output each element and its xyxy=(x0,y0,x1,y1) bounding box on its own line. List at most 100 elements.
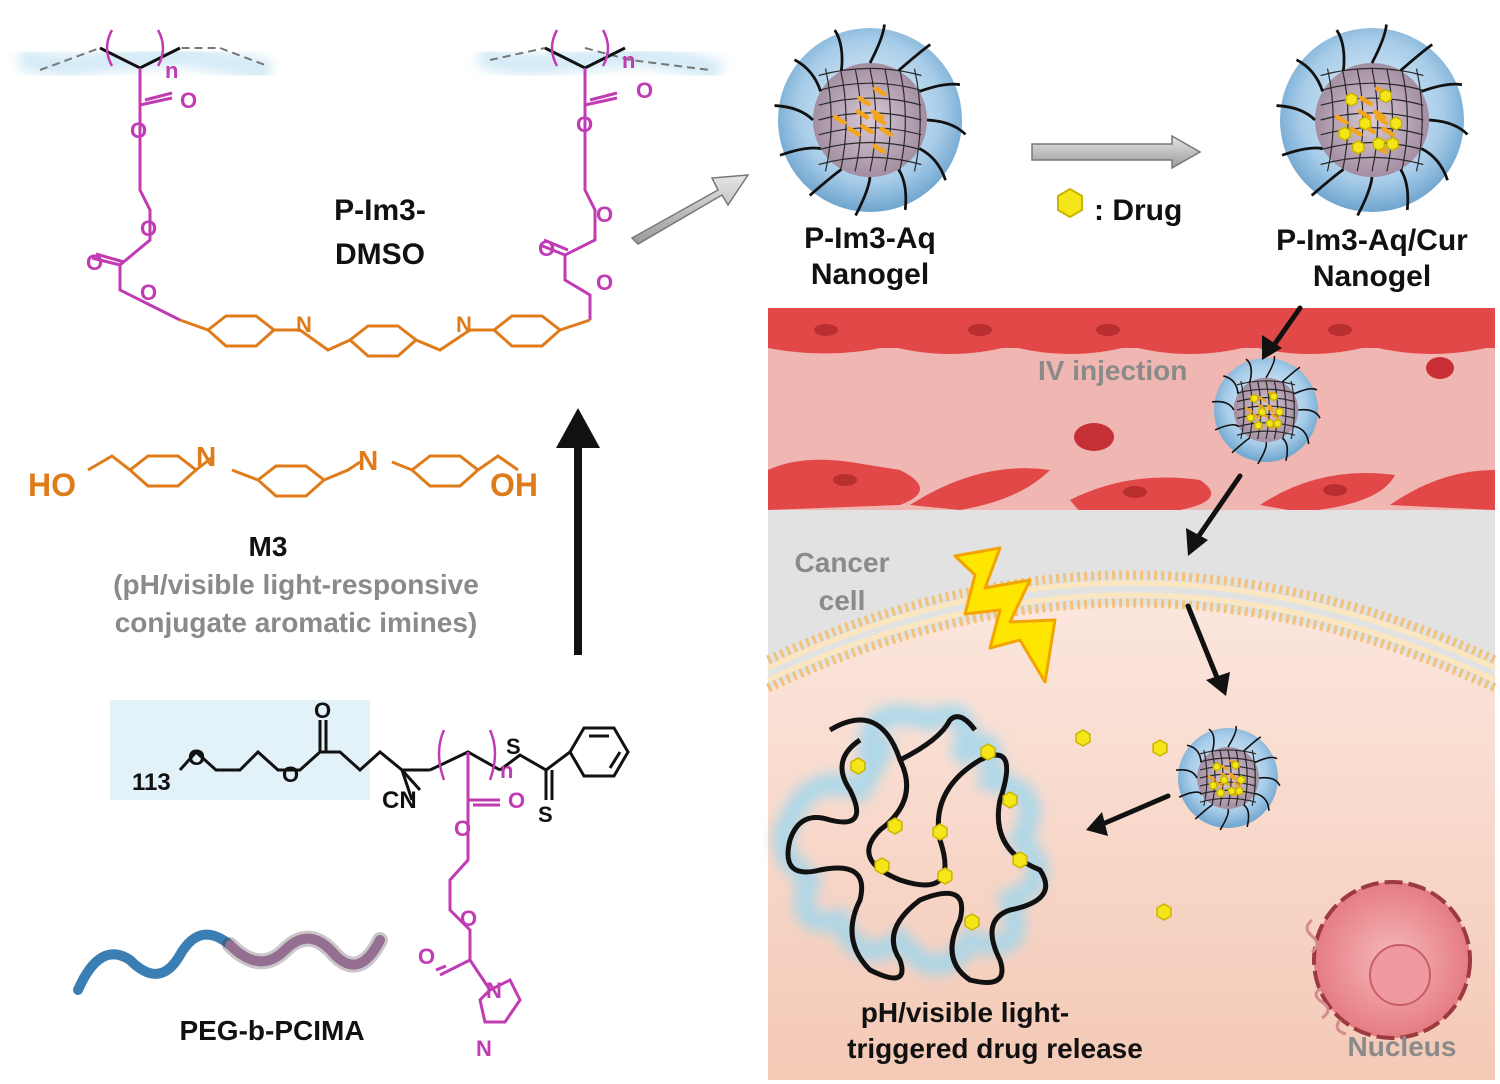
drug-particle-icon xyxy=(964,913,980,931)
drug-particle-icon xyxy=(1254,420,1263,431)
peg-oxygen-ester: O xyxy=(454,816,471,841)
drug-particle-icon xyxy=(874,857,890,875)
oxygen-left-carbonyl: O xyxy=(180,88,197,113)
released-polymer-coil xyxy=(772,704,1049,985)
oxygen-right-carbonate: O xyxy=(596,202,613,227)
drug-particle-icon xyxy=(1212,761,1222,772)
nitrogen-top-left: N xyxy=(296,312,312,337)
biology-panel xyxy=(766,308,1497,1080)
nucleus xyxy=(1305,880,1472,1040)
peg-sulfur-1: S xyxy=(506,734,521,759)
nanogel-loaded-line2: Nanogel xyxy=(1313,260,1431,293)
drug-particle-icon xyxy=(1257,407,1267,417)
repeat-n-right: n xyxy=(622,48,635,73)
peg-oxygen-1: O xyxy=(188,745,205,770)
cell-membrane xyxy=(766,570,1497,693)
m3-nitrogen-right: N xyxy=(358,445,378,476)
drug-particle-icon xyxy=(1275,407,1284,417)
oxygen-right-carbonyl: O xyxy=(636,78,653,103)
endothelium-bottom xyxy=(768,459,1495,512)
nanogel-loaded-line1: P-Im3-Aq/Cur xyxy=(1276,224,1468,257)
drug-particle-icon xyxy=(1246,412,1255,423)
nanogel-in-cell-icon xyxy=(1175,725,1281,831)
m3-nitrogen-left: N xyxy=(196,441,216,472)
nucleus-label: Nucleus xyxy=(1348,1031,1457,1062)
drug-particle-icon xyxy=(1345,92,1358,107)
light-bolt-icon xyxy=(953,546,1057,684)
monomer-name: M3 xyxy=(249,531,288,562)
drug-particle-icon xyxy=(1216,788,1225,798)
drug-particle-icon xyxy=(1012,851,1028,869)
release-line2: triggered drug release xyxy=(847,1033,1143,1064)
drug-particle-icon xyxy=(887,817,903,835)
peg-oxygen-carbonyl: O xyxy=(314,698,331,723)
gray-arrow-to-nanogel-icon xyxy=(630,174,750,245)
peg-oxygen-2: O xyxy=(282,762,299,787)
drug-particle-icon xyxy=(850,757,866,775)
drug-particle-icon xyxy=(1372,136,1386,152)
drug-particle-icon xyxy=(1250,393,1259,404)
peg-oxygen-dbl: O xyxy=(418,944,435,969)
oxygen-right-link: O xyxy=(596,270,613,295)
cancer-cell-line1: Cancer xyxy=(795,547,890,578)
nanogel-injected-icon xyxy=(1211,355,1321,465)
block-copolymer-chain-icon xyxy=(73,929,388,995)
peg-cyano: CN xyxy=(382,787,417,814)
peg-oxygen-pendant: O xyxy=(508,788,525,813)
drug-particle-icon xyxy=(1075,729,1091,747)
oxygen-left-link: O xyxy=(140,280,157,305)
m3-hydroxyl-left: HO xyxy=(28,467,76,503)
drug-particle-icon xyxy=(1231,760,1240,770)
drug-particle-icon xyxy=(1338,126,1351,141)
polymer-label-line2: DMSO xyxy=(335,238,425,271)
drug-particle-icon xyxy=(1002,791,1018,809)
nanogel-empty-icon xyxy=(774,24,967,217)
peg-sulfur-2: S xyxy=(538,802,553,827)
drug-particle-icon xyxy=(1156,903,1172,921)
drug-particle-icon xyxy=(1236,775,1246,785)
drug-particle-icon xyxy=(1351,140,1365,155)
nanogel-empty-line1: P-Im3-Aq xyxy=(804,222,936,255)
repeat-n-left: n xyxy=(165,58,178,83)
iv-injection-label: IV injection xyxy=(1038,355,1187,386)
nanogel-loaded-icon xyxy=(1276,24,1469,217)
peg-repeat-n: n xyxy=(500,758,513,783)
peg-nitrogen-1: N xyxy=(486,978,502,1003)
monomer-m3-structure xyxy=(87,454,519,498)
drug-particle-icon xyxy=(1208,780,1218,791)
oxygen-left-ester: O xyxy=(130,118,147,143)
black-arrow-up-icon xyxy=(556,408,600,448)
drug-particle-icon xyxy=(1269,391,1278,402)
process-arrows xyxy=(556,134,1303,836)
drug-particle-icon xyxy=(1358,116,1372,131)
drug-legend-text: : Drug xyxy=(1094,194,1182,227)
drug-particle-icon xyxy=(1234,786,1244,796)
endothelium-top xyxy=(768,308,1495,451)
monomer-desc-line1: (pH/visible light-responsive xyxy=(113,569,479,600)
drug-legend-icon xyxy=(1057,187,1083,219)
oxygen-right-ester: O xyxy=(576,112,593,137)
monomer-desc-line2: conjugate aromatic imines) xyxy=(115,607,478,638)
drug-particle-icon xyxy=(937,867,953,885)
drug-particle-icon xyxy=(1227,786,1236,796)
oxygen-left-dbl: O xyxy=(86,250,103,275)
drug-particle-icon xyxy=(1386,136,1399,152)
drug-particle-icon xyxy=(1389,116,1403,131)
peg-b-pcima-structure xyxy=(178,720,630,1024)
peg-repeat-number: 113 xyxy=(132,769,171,796)
drug-particle-icon xyxy=(1265,418,1275,429)
drug-particle-icon xyxy=(932,823,948,841)
nanogel-empty-line2: Nanogel xyxy=(811,258,929,291)
cancer-cell-line2: cell xyxy=(819,585,866,616)
polymer-p-im3-dmso-structure xyxy=(39,29,711,358)
oxygen-left-carbonate: O xyxy=(140,216,157,241)
drug-particle-icon xyxy=(980,743,996,761)
gray-arrow-loading-icon xyxy=(1031,134,1202,170)
polymer-label-line1: P-Im3- xyxy=(334,194,426,227)
peg-nitrogen-2: N xyxy=(476,1036,492,1061)
drug-particle-icon xyxy=(1152,739,1168,757)
drug-particle-icon xyxy=(1379,88,1393,104)
text-layer: P-Im3- DMSO n O O O O O N N n O O O O O … xyxy=(28,48,1468,1064)
free-drug-particles xyxy=(850,729,1172,931)
